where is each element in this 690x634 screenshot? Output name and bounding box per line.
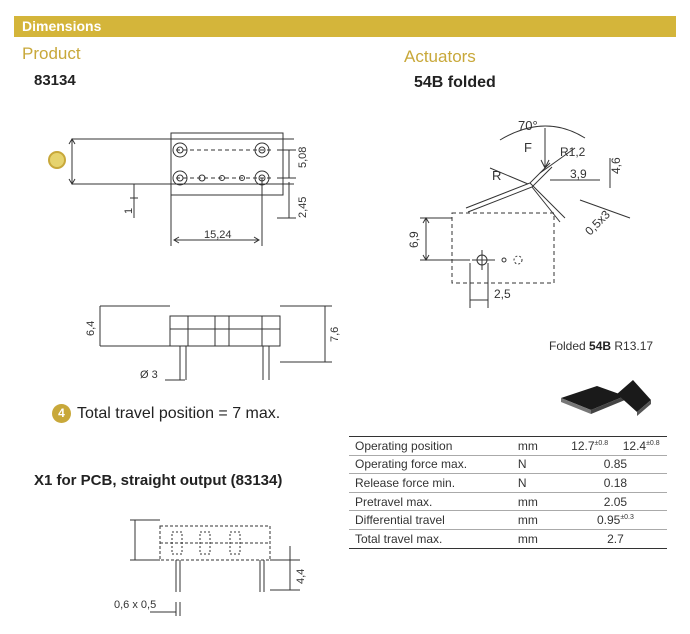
- row-label: Release force min.: [349, 473, 514, 493]
- dim-x1-height-label: 4,4: [295, 569, 307, 584]
- dim-39-label: 3,9: [570, 167, 587, 181]
- row-unit: N: [513, 473, 564, 493]
- table-row: Differential travel mm 0.95±0.3: [349, 510, 667, 530]
- actuators-label: Actuators: [404, 47, 476, 66]
- table-row: Total travel max. mm 2.7: [349, 529, 667, 549]
- dim-r12-label: R1,2: [560, 145, 586, 159]
- row-label: Operating force max.: [349, 455, 514, 475]
- row-value: 0.95±0.3: [563, 510, 667, 530]
- actuator-drawing: 70° F R1,2 R 3,9 4,6 0,5x3 6,9 2,5: [407, 118, 631, 308]
- dim-69-label: 6,9: [407, 231, 421, 248]
- total-travel-note: 4 Total travel position = 7 max.: [52, 404, 280, 423]
- row-unit: N: [513, 455, 564, 475]
- actuator-name: 54B folded: [414, 74, 496, 91]
- row-value: 2.05: [563, 492, 667, 512]
- dim-side-h1-label: 6,4: [85, 321, 97, 336]
- row-unit: mm: [513, 529, 564, 549]
- row-value: 2.7: [563, 529, 667, 549]
- row-unit: mm: [513, 436, 564, 456]
- table-row: Operating position mm 12.7±0.8 12.4±0.8: [349, 436, 667, 456]
- row-value: 12.7±0.8 12.4±0.8: [563, 436, 667, 456]
- row-unit: mm: [513, 492, 564, 512]
- dim-r-label: R: [492, 168, 501, 183]
- row-label: Pretravel max.: [349, 492, 514, 512]
- side-view-drawing: 6,4 7,6 Ø 3: [85, 305, 341, 381]
- dim-diameter-label: Ø 3: [140, 369, 158, 381]
- dim-05x3-label: 0,5x3: [582, 207, 613, 238]
- dim-angle-label: 70°: [518, 118, 538, 133]
- row-value: 0.85: [563, 455, 667, 475]
- product-label: Product: [22, 44, 81, 63]
- note-number-icon: 4: [52, 404, 71, 423]
- table-row: Operating force max. N 0.85: [349, 455, 667, 475]
- row-label: Operating position: [349, 436, 514, 456]
- x1-drawing: 0,6 x 0,5 4,4: [114, 519, 307, 616]
- note-text: Total travel position = 7 max.: [77, 404, 281, 422]
- section-header: Dimensions: [14, 16, 676, 37]
- dim-46-label: 4,6: [609, 157, 623, 174]
- folded-actuator-illustration: [561, 380, 651, 416]
- dim-side-h2-label: 7,6: [329, 327, 341, 342]
- row-label: Differential travel: [349, 510, 514, 530]
- dim-width-label: 15,24: [204, 229, 232, 241]
- dim-force-label: F: [524, 140, 532, 155]
- dim-pin-label: 0,6 x 0,5: [114, 599, 156, 611]
- product-code: 83134: [34, 72, 76, 89]
- top-view-drawing: 15,24 5,08 2,45 1: [68, 132, 309, 246]
- marker-dot-icon: [48, 151, 66, 169]
- folded-caption: Folded 54B R13.17: [549, 339, 654, 353]
- table-row: Pretravel max. mm 2.05: [349, 492, 667, 512]
- row-unit: mm: [513, 510, 564, 530]
- dim-height1-label: 5,08: [297, 147, 309, 168]
- spec-table: Operating position mm 12.7±0.8 12.4±0.8 …: [349, 436, 667, 549]
- row-label: Total travel max.: [349, 529, 514, 549]
- dim-25-label: 2,5: [494, 287, 511, 301]
- table-row: Release force min. N 0.18: [349, 473, 667, 493]
- dim-small-label: 1: [123, 208, 135, 214]
- x1-title: X1 for PCB, straight output (83134): [34, 472, 283, 489]
- row-value: 0.18: [563, 473, 667, 493]
- dim-height2-label: 2,45: [297, 197, 309, 218]
